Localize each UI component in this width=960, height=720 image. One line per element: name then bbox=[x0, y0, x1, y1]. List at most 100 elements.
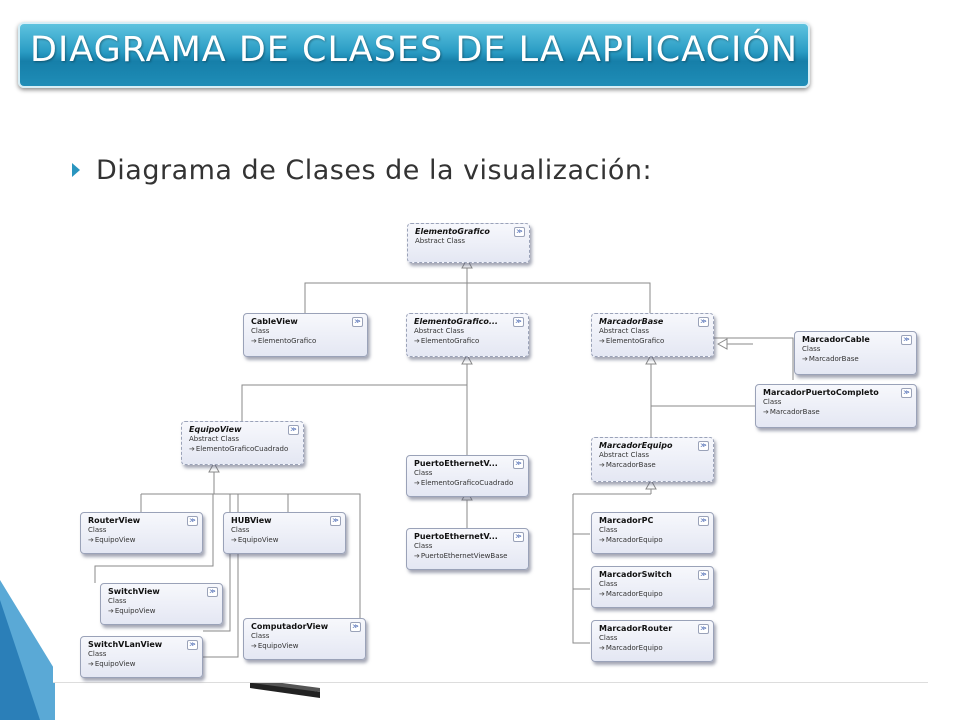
arrow-right-icon: ➔ bbox=[414, 479, 420, 487]
class-name: MarcadorRouter bbox=[599, 624, 673, 633]
class-type: Class bbox=[599, 580, 618, 588]
class-base: ➔ElementoGrafico bbox=[414, 337, 480, 345]
class-type: Class bbox=[251, 632, 270, 640]
chevron-down-icon[interactable]: ≫ bbox=[352, 317, 363, 327]
class-base: ➔ElementoGraficoCuadrado bbox=[414, 479, 514, 487]
class-name: MarcadorPC bbox=[599, 516, 654, 525]
arrow-right-icon: ➔ bbox=[802, 355, 808, 363]
class-box-routerview: RouterView Class ➔EquipoView ≫ bbox=[80, 512, 203, 554]
class-box-marcadorbase: MarcadorBase Abstract Class ➔ElementoGra… bbox=[591, 313, 714, 357]
bullet-text: Diagrama de Clases de la visualización: bbox=[96, 155, 653, 186]
class-name: ComputadorView bbox=[251, 622, 329, 631]
chevron-down-icon[interactable]: ≫ bbox=[698, 516, 709, 526]
chevron-down-icon[interactable]: ≫ bbox=[514, 227, 525, 237]
class-name: SwitchView bbox=[108, 587, 160, 596]
class-type: Class bbox=[251, 327, 270, 335]
class-name: MarcadorSwitch bbox=[599, 570, 672, 579]
class-type: Class bbox=[88, 526, 107, 534]
arrow-right-icon: ➔ bbox=[414, 552, 420, 560]
class-type: Abstract Class bbox=[414, 327, 465, 335]
slide-title-banner: DIAGRAMA DE CLASES DE LA APLICACIÓN bbox=[18, 22, 810, 88]
class-base: ➔EquipoView bbox=[231, 536, 279, 544]
class-box-elementograficocuadrado: ElementoGrafico... Abstract Class ➔Eleme… bbox=[406, 313, 529, 357]
class-name: SwitchVLanView bbox=[88, 640, 163, 649]
class-name: MarcadorPuertoCompleto bbox=[763, 388, 879, 397]
class-type: Class bbox=[414, 469, 433, 477]
class-name: EquipoView bbox=[189, 425, 242, 434]
class-name: ElementoGrafico... bbox=[414, 317, 498, 326]
class-type: Class bbox=[599, 634, 618, 642]
class-base: ➔ElementoGraficoCuadrado bbox=[189, 445, 289, 453]
class-box-marcadorpc: MarcadorPC Class ➔MarcadorEquipo ≫ bbox=[591, 512, 714, 554]
class-box-equipoview: EquipoView Abstract Class ➔ElementoGrafi… bbox=[181, 421, 304, 465]
chevron-down-icon[interactable]: ≫ bbox=[901, 388, 912, 398]
class-name: MarcadorCable bbox=[802, 335, 870, 344]
class-box-cableview: CableView Class ➔ElementoGrafico ≫ bbox=[243, 313, 368, 357]
class-type: Class bbox=[599, 526, 618, 534]
class-name: ElementoGrafico bbox=[415, 227, 490, 236]
arrow-right-icon: ➔ bbox=[251, 337, 257, 345]
arrow-right-icon: ➔ bbox=[414, 337, 420, 345]
class-box-switchvlanview: SwitchVLanView Class ➔EquipoView ≫ bbox=[80, 636, 203, 678]
class-type: Abstract Class bbox=[189, 435, 240, 443]
class-type: Class bbox=[802, 345, 821, 353]
arrow-right-icon: ➔ bbox=[599, 590, 605, 598]
class-base: ➔EquipoView bbox=[88, 536, 136, 544]
class-type: Class bbox=[108, 597, 127, 605]
class-box-marcadorpuertocompleto: MarcadorPuertoCompleto Class ➔MarcadorBa… bbox=[755, 384, 917, 428]
class-name: MarcadorEquipo bbox=[599, 441, 673, 450]
class-name: CableView bbox=[251, 317, 298, 326]
chevron-down-icon[interactable]: ≫ bbox=[513, 459, 524, 469]
chevron-down-icon[interactable]: ≫ bbox=[330, 516, 341, 526]
arrow-right-icon: ➔ bbox=[599, 644, 605, 652]
class-base: ➔EquipoView bbox=[108, 607, 156, 615]
class-type: Class bbox=[763, 398, 782, 406]
chevron-down-icon[interactable]: ≫ bbox=[698, 441, 709, 451]
slide-title: DIAGRAMA DE CLASES DE LA APLICACIÓN bbox=[30, 30, 799, 70]
class-box-puertoethernetview: PuertoEthernetV... Class ➔PuertoEthernet… bbox=[406, 528, 529, 570]
arrow-right-icon: ➔ bbox=[599, 337, 605, 345]
class-type: Abstract Class bbox=[415, 237, 466, 245]
arrow-right-icon: ➔ bbox=[88, 660, 94, 668]
class-name: PuertoEthernetV... bbox=[414, 459, 498, 468]
chevron-down-icon[interactable]: ≫ bbox=[513, 532, 524, 542]
class-base: ➔MarcadorBase bbox=[763, 408, 820, 416]
chevron-down-icon[interactable]: ≫ bbox=[901, 335, 912, 345]
class-name: MarcadorBase bbox=[599, 317, 664, 326]
class-base: ➔EquipoView bbox=[251, 642, 299, 650]
class-base: ➔ElementoGrafico bbox=[599, 337, 665, 345]
chevron-down-icon[interactable]: ≫ bbox=[513, 317, 524, 327]
class-type: Class bbox=[414, 542, 433, 550]
arrow-right-icon: ➔ bbox=[599, 461, 605, 469]
class-box-computadorview: ComputadorView Class ➔EquipoView ≫ bbox=[243, 618, 366, 660]
arrow-right-icon: ➔ bbox=[88, 536, 94, 544]
class-name: RouterView bbox=[88, 516, 141, 525]
class-base: ➔MarcadorBase bbox=[802, 355, 859, 363]
triangle-bullet-icon bbox=[72, 163, 80, 177]
arrow-right-icon: ➔ bbox=[599, 536, 605, 544]
class-box-puertoethernetviewbase: PuertoEthernetV... Class ➔ElementoGrafic… bbox=[406, 455, 529, 497]
arrow-right-icon: ➔ bbox=[251, 642, 257, 650]
class-type: Abstract Class bbox=[599, 327, 650, 335]
class-box-marcadorequipo: MarcadorEquipo Abstract Class ➔MarcadorB… bbox=[591, 437, 714, 482]
chevron-down-icon[interactable]: ≫ bbox=[698, 317, 709, 327]
class-box-marcadorcable: MarcadorCable Class ➔MarcadorBase ≫ bbox=[794, 331, 917, 375]
class-base: ➔MarcadorEquipo bbox=[599, 644, 663, 652]
chevron-down-icon[interactable]: ≫ bbox=[698, 570, 709, 580]
chevron-down-icon[interactable]: ≫ bbox=[698, 624, 709, 634]
class-box-hubview: HUBView Class ➔EquipoView ≫ bbox=[223, 512, 346, 554]
arrow-right-icon: ➔ bbox=[189, 445, 195, 453]
class-base: ➔MarcadorEquipo bbox=[599, 590, 663, 598]
chevron-down-icon[interactable]: ≫ bbox=[288, 425, 299, 435]
class-base: ➔PuertoEthernetViewBase bbox=[414, 552, 508, 560]
chevron-down-icon[interactable]: ≫ bbox=[187, 640, 198, 650]
chevron-down-icon[interactable]: ≫ bbox=[207, 587, 218, 597]
class-base: ➔MarcadorEquipo bbox=[599, 536, 663, 544]
class-base: ➔ElementoGrafico bbox=[251, 337, 317, 345]
class-type: Class bbox=[231, 526, 250, 534]
chevron-down-icon[interactable]: ≫ bbox=[187, 516, 198, 526]
class-box-elementografico: ElementoGrafico Abstract Class ≫ bbox=[407, 223, 530, 263]
chevron-down-icon[interactable]: ≫ bbox=[350, 622, 361, 632]
class-name: HUBView bbox=[231, 516, 272, 525]
arrow-right-icon: ➔ bbox=[231, 536, 237, 544]
